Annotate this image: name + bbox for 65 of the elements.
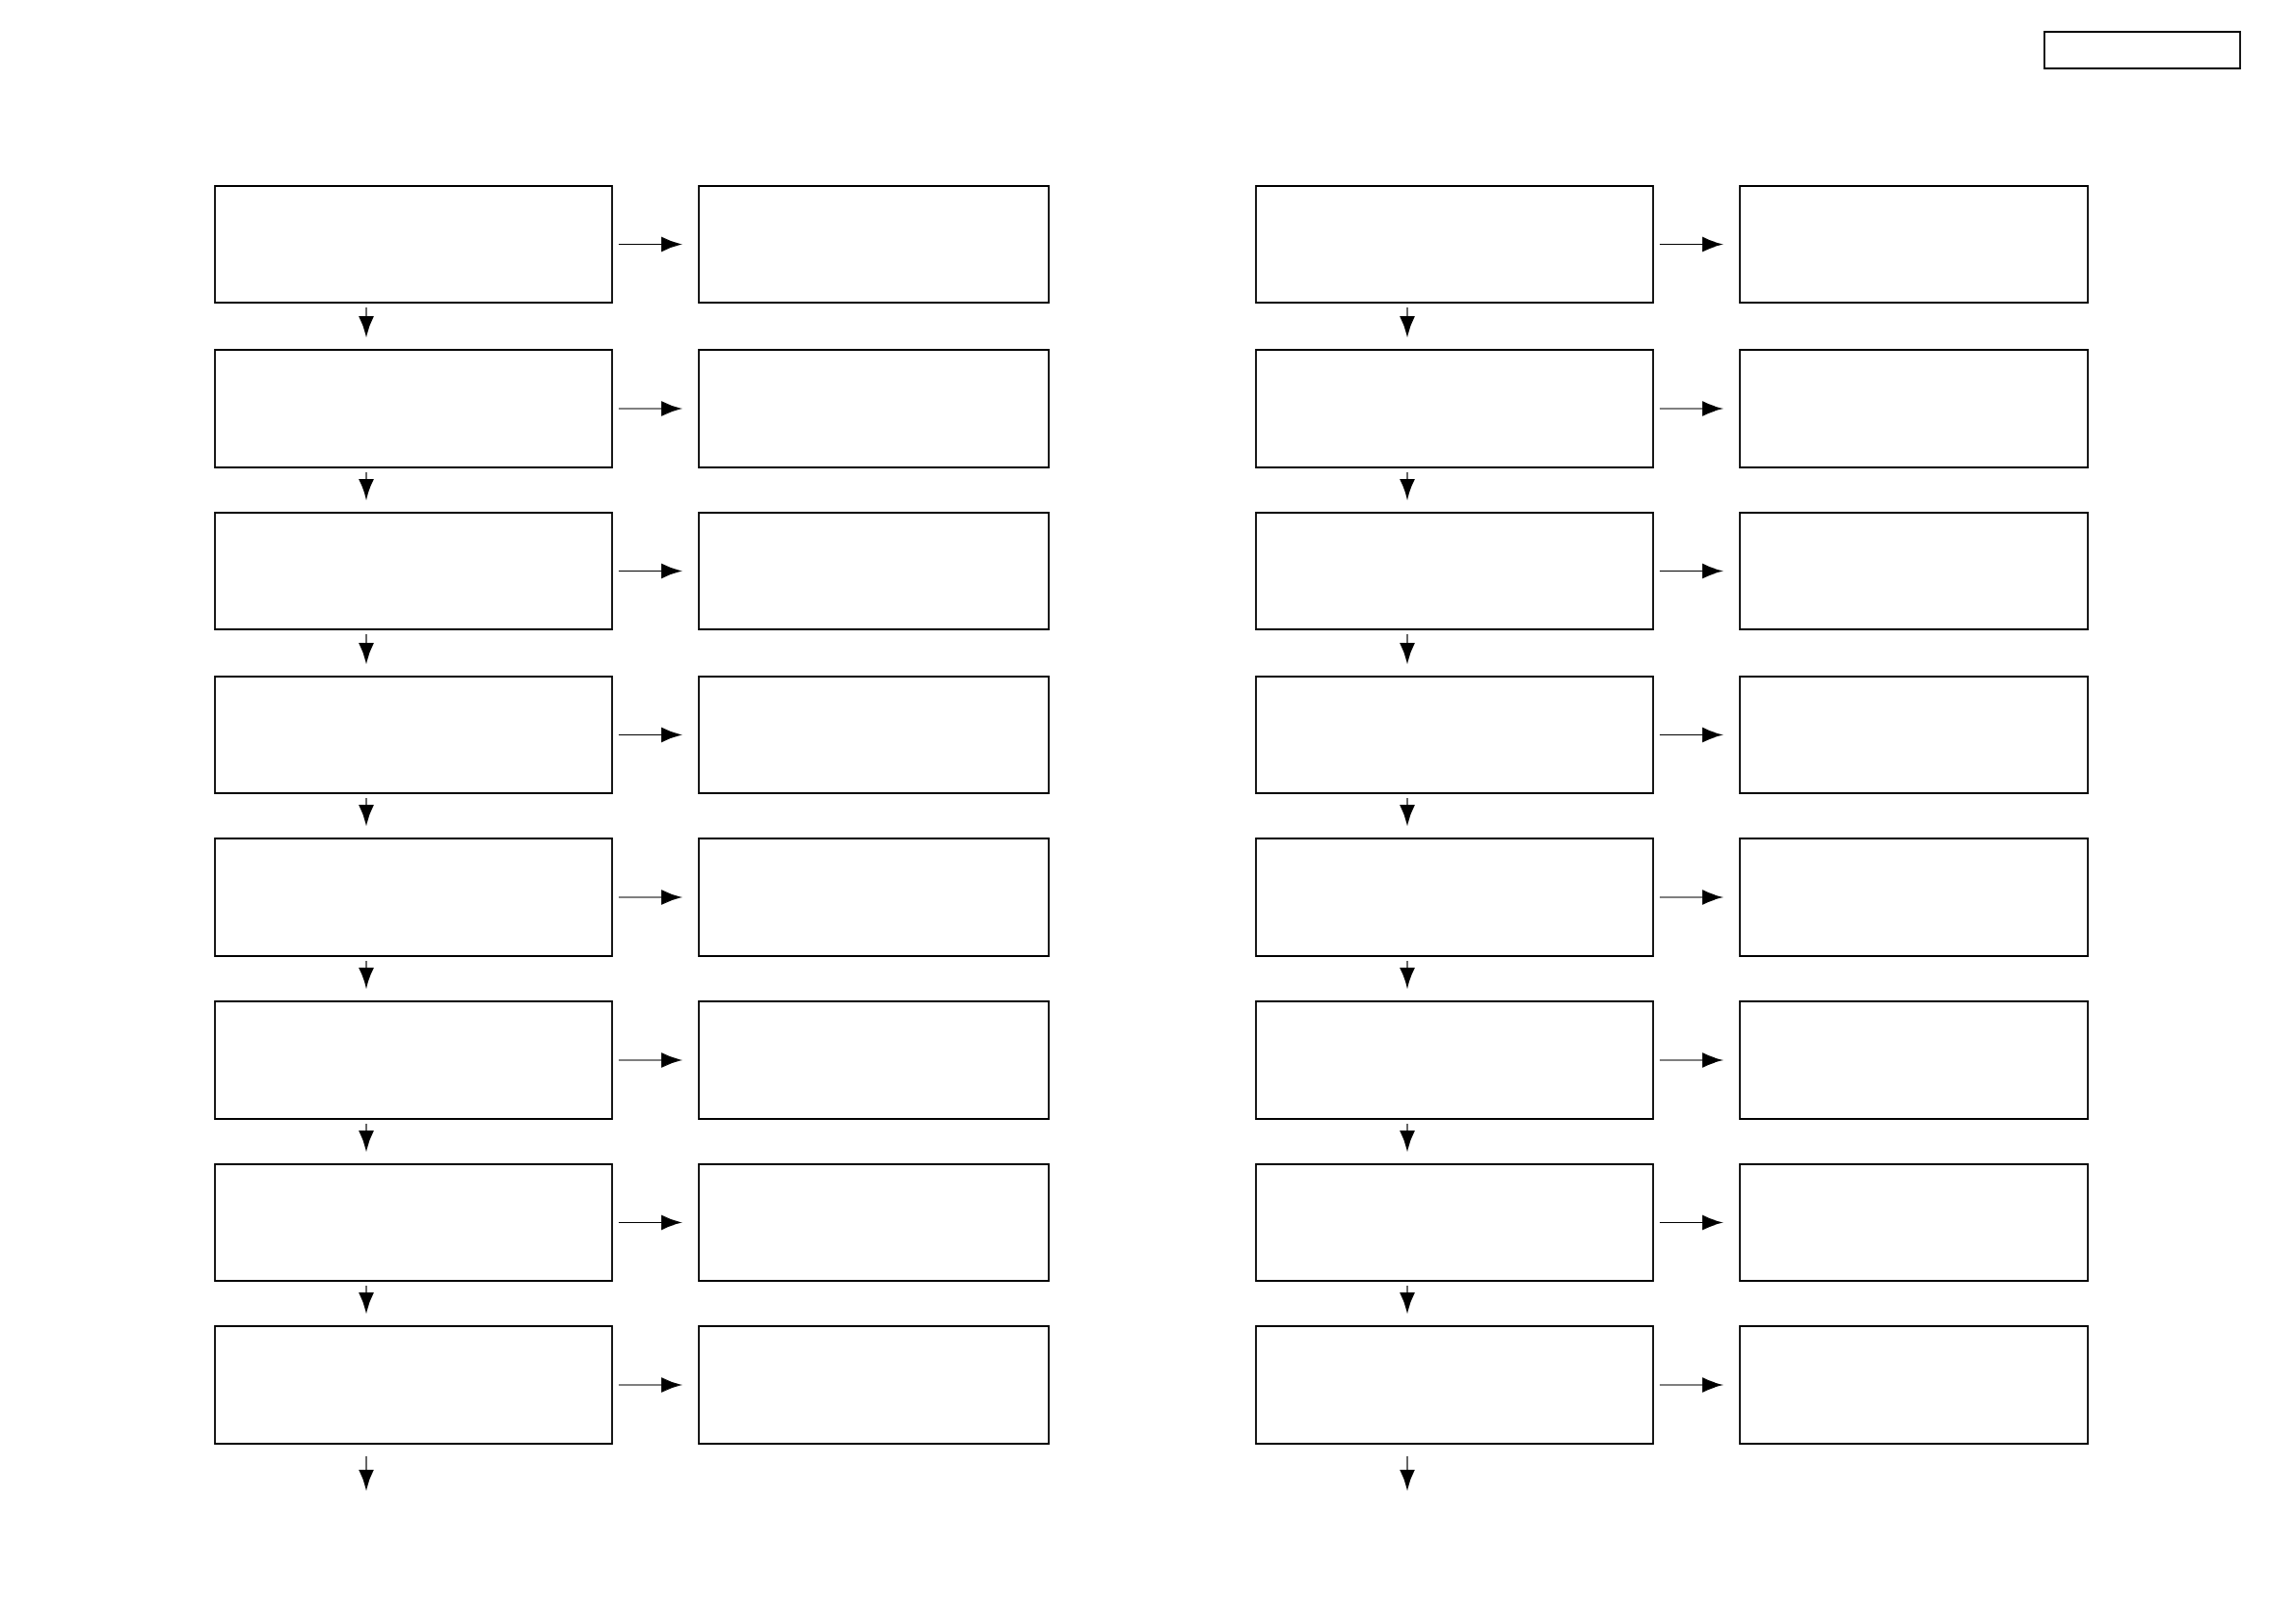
- process-box: [1739, 349, 2089, 468]
- arrow: [359, 306, 374, 336]
- process-box: [1255, 676, 1654, 794]
- arrow: [359, 471, 374, 499]
- arrow: [1659, 1377, 1722, 1393]
- arrow: [1659, 1052, 1722, 1068]
- process-box: [698, 676, 1050, 794]
- process-box: [1739, 512, 2089, 630]
- process-box: [1739, 1163, 2089, 1282]
- arrow: [359, 797, 374, 825]
- process-box: [1255, 1163, 1654, 1282]
- arrow: [1659, 890, 1722, 905]
- process-box: [1255, 185, 1654, 304]
- arrow: [1400, 1285, 1415, 1313]
- process-box: [1739, 185, 2089, 304]
- process-box: [214, 676, 613, 794]
- process-box: [1255, 1000, 1654, 1120]
- arrow: [618, 1052, 681, 1068]
- arrow: [1400, 960, 1415, 988]
- process-box: [214, 838, 613, 957]
- arrow: [618, 563, 681, 579]
- arrow: [1659, 236, 1722, 253]
- process-box: [1255, 1325, 1654, 1445]
- arrow: [618, 890, 681, 905]
- process-box: [698, 838, 1050, 957]
- process-box: [214, 1325, 613, 1445]
- arrow: [1400, 633, 1415, 663]
- process-box: [698, 1163, 1050, 1282]
- arrow: [618, 236, 681, 253]
- arrow: [359, 1455, 374, 1489]
- process-box: [214, 349, 613, 468]
- process-box: [698, 512, 1050, 630]
- arrow: [1400, 1123, 1415, 1151]
- arrow: [359, 960, 374, 988]
- process-box: [1739, 1325, 2089, 1445]
- arrow: [1659, 727, 1722, 743]
- process-box: [214, 512, 613, 630]
- process-box: [698, 1000, 1050, 1120]
- process-box: [1255, 349, 1654, 468]
- arrow: [359, 1285, 374, 1313]
- arrow: [1400, 797, 1415, 825]
- arrow: [618, 727, 681, 743]
- arrow: [1400, 471, 1415, 499]
- process-box: [698, 349, 1050, 468]
- arrow: [359, 1123, 374, 1151]
- process-box: [698, 1325, 1050, 1445]
- process-box: [2043, 31, 2241, 69]
- arrow: [618, 1214, 681, 1231]
- process-box: [214, 185, 613, 304]
- arrow: [1400, 1455, 1415, 1489]
- arrow: [618, 401, 681, 416]
- arrow: [359, 633, 374, 663]
- arrow: [618, 1377, 681, 1393]
- process-box: [698, 185, 1050, 304]
- arrow: [1659, 401, 1722, 416]
- arrow: [1659, 563, 1722, 579]
- process-box: [1739, 838, 2089, 957]
- process-box: [1255, 512, 1654, 630]
- process-box: [214, 1000, 613, 1120]
- process-box: [1255, 838, 1654, 957]
- arrow: [1400, 306, 1415, 336]
- process-box: [1739, 1000, 2089, 1120]
- process-box: [1739, 676, 2089, 794]
- process-box: [214, 1163, 613, 1282]
- arrow: [1659, 1214, 1722, 1231]
